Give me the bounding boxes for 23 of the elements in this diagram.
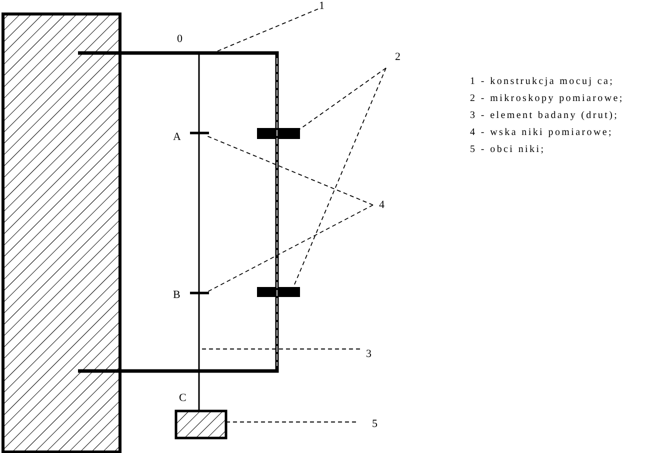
point-label: 0 xyxy=(177,33,182,45)
callout-number: 4 xyxy=(379,199,384,211)
legend-entry: 5 - obci niki; xyxy=(470,144,546,156)
microscope xyxy=(257,128,300,139)
callout-number: 2 xyxy=(395,51,400,63)
leader-line xyxy=(206,136,374,206)
legend-entry: 2 - mikroskopy pomiarowe; xyxy=(470,93,624,105)
point-label: B xyxy=(173,289,180,301)
callout-number: 5 xyxy=(372,418,378,430)
callout-number: 1 xyxy=(319,0,324,12)
point-label: C xyxy=(179,392,186,404)
point-label: A xyxy=(173,131,181,143)
wire xyxy=(198,53,200,411)
leader-line xyxy=(200,348,360,350)
callout-number: 3 xyxy=(366,348,372,360)
microscope xyxy=(257,287,300,297)
weight xyxy=(174,410,228,440)
legend-entry: 4 - wska niki pomiarowe; xyxy=(470,127,614,139)
legend-entry: 1 - konstrukcja mocuj ca; xyxy=(470,76,614,88)
leader-line xyxy=(206,204,374,292)
frame-structure xyxy=(78,51,279,373)
leader-line xyxy=(300,68,386,130)
legend-entry: 3 - element badany (drut); xyxy=(470,110,619,122)
